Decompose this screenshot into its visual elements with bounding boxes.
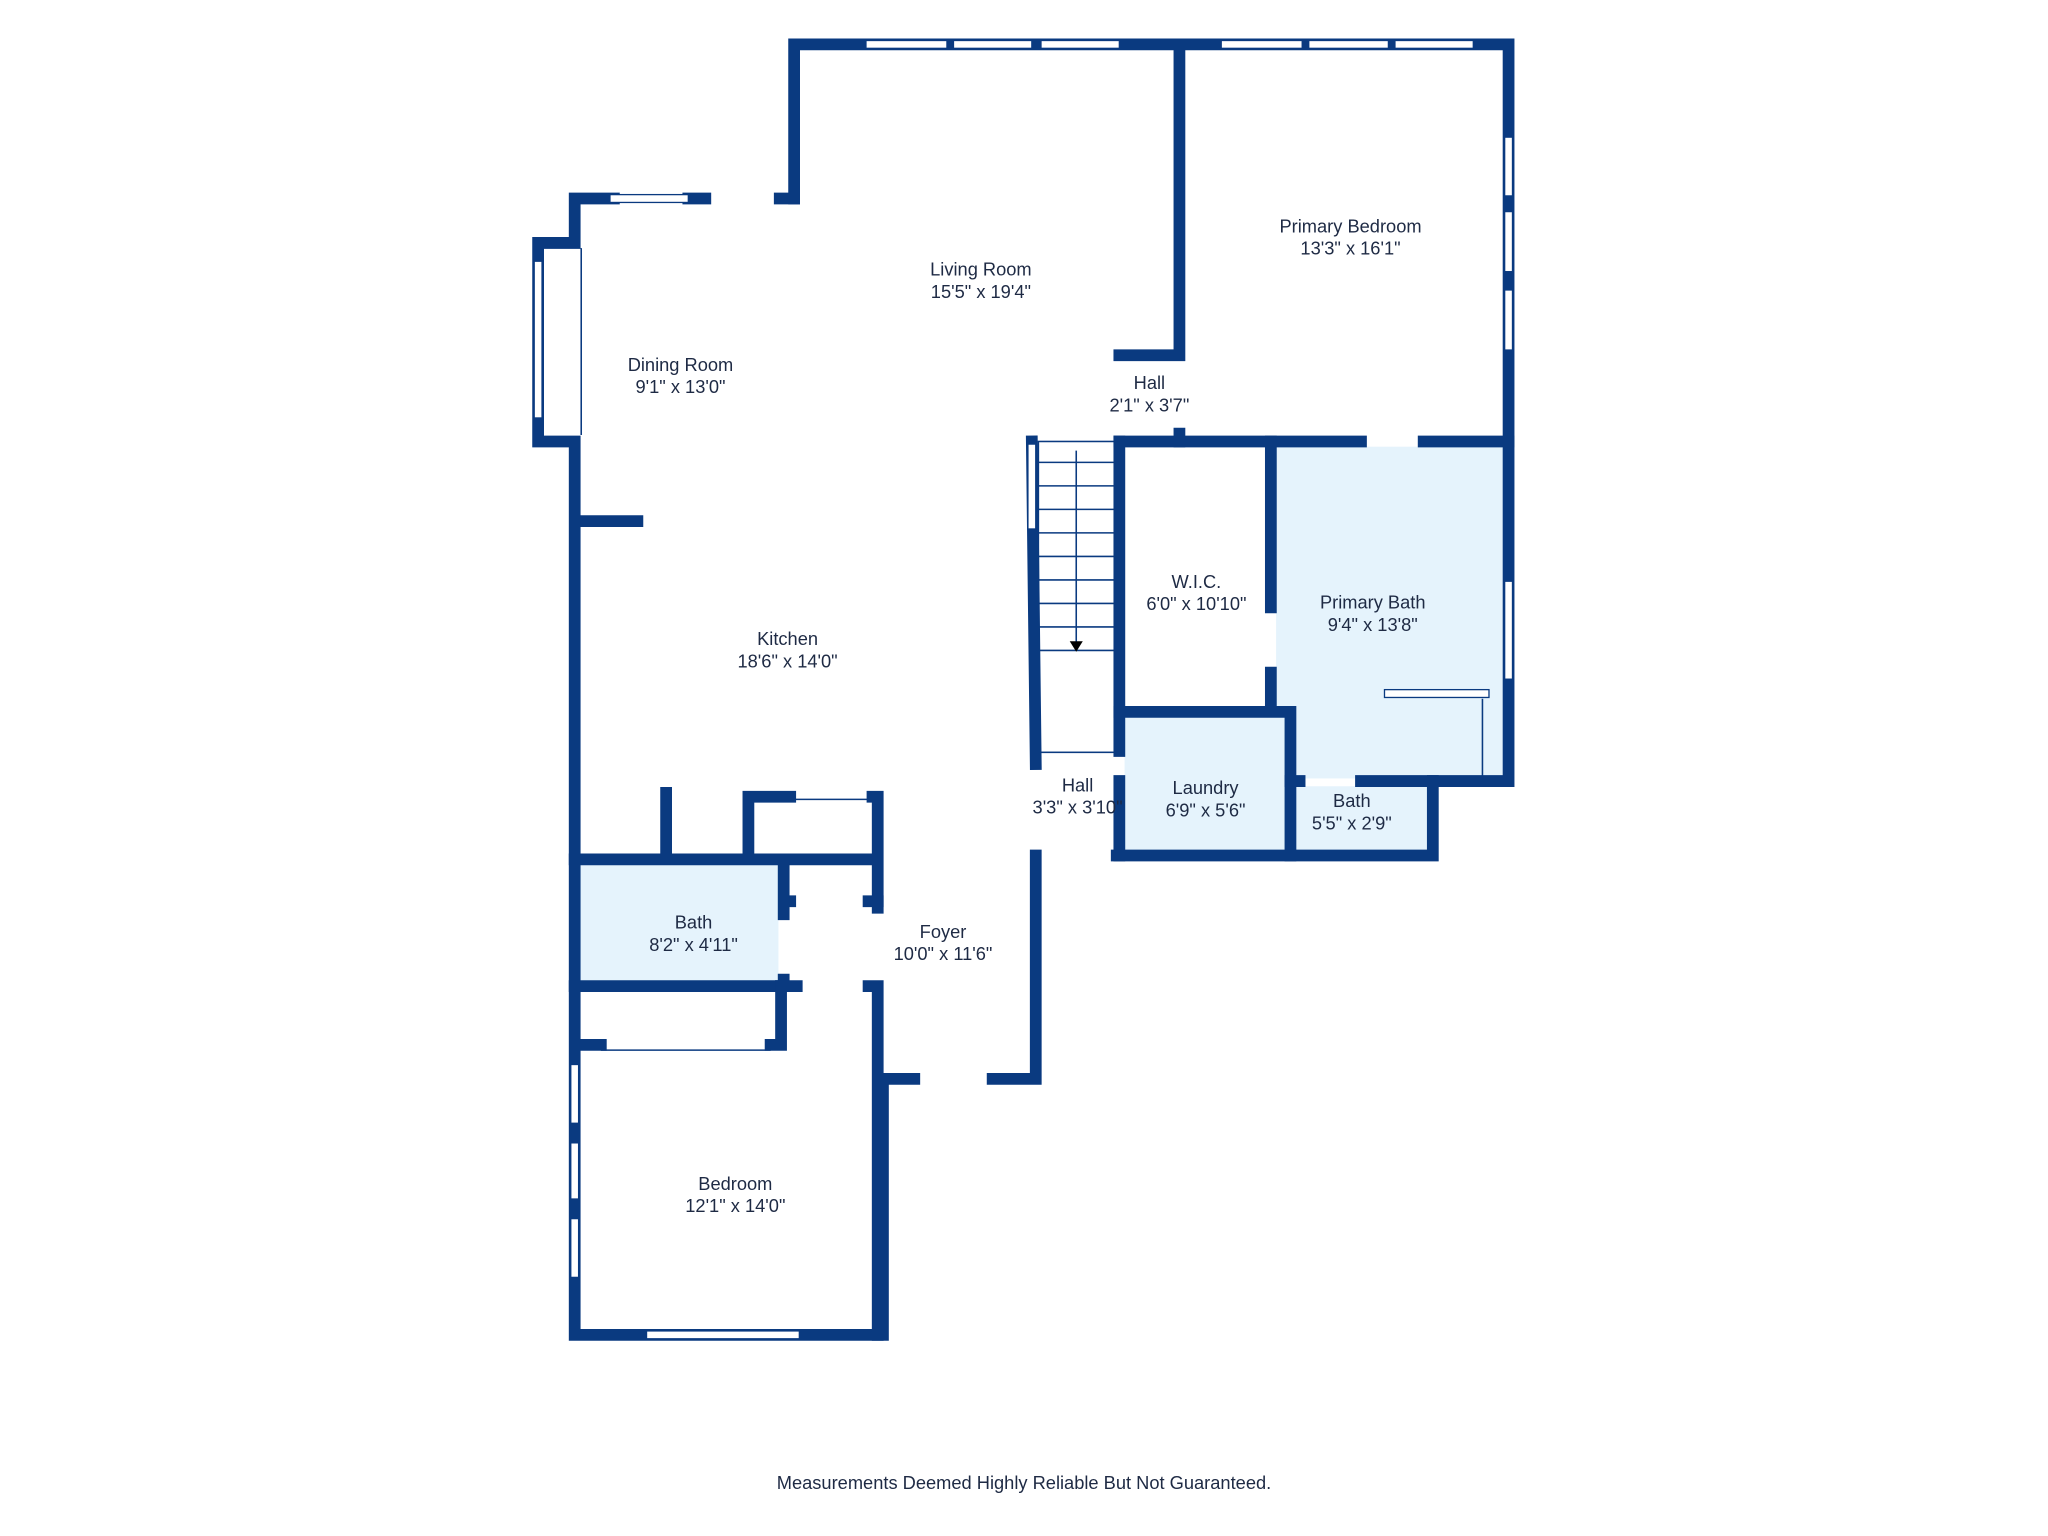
room-label-wic: W.I.C.6'0" x 10'10" [1146, 571, 1246, 614]
svg-text:3'3" x 3'10": 3'3" x 3'10" [1033, 797, 1123, 818]
svg-text:10'0" x 11'6": 10'0" x 11'6" [894, 943, 993, 964]
svg-text:Laundry: Laundry [1173, 777, 1240, 798]
room-fills [579, 446, 1504, 981]
svg-text:6'0" x 10'10": 6'0" x 10'10" [1146, 593, 1246, 614]
svg-text:Kitchen: Kitchen [757, 628, 818, 649]
svg-text:8'2" x 4'11": 8'2" x 4'11" [649, 934, 738, 955]
walls [532, 38, 1515, 1341]
svg-text:Hall: Hall [1134, 372, 1165, 393]
svg-text:18'6" x 14'0": 18'6" x 14'0" [737, 650, 837, 671]
stair-arrow-icon [1069, 641, 1083, 652]
disclaimer-footer: Measurements Deemed Highly Reliable But … [777, 1472, 1271, 1493]
svg-text:Hall: Hall [1062, 775, 1093, 796]
staircase [1037, 440, 1118, 754]
svg-text:Living Room: Living Room [930, 259, 1032, 280]
svg-text:Bath: Bath [1333, 790, 1371, 811]
svg-text:6'9" x 5'6": 6'9" x 5'6" [1166, 799, 1246, 820]
primary-bath-fill [1276, 446, 1504, 779]
svg-text:13'3" x 16'1": 13'3" x 16'1" [1300, 238, 1400, 259]
svg-text:W.I.C.: W.I.C. [1172, 571, 1222, 592]
bath-fill [579, 864, 779, 981]
svg-text:Dining Room: Dining Room [628, 354, 734, 375]
small-bath-fill [1295, 786, 1428, 851]
svg-text:Foyer: Foyer [920, 921, 967, 942]
svg-text:15'5" x 19'4": 15'5" x 19'4" [931, 281, 1031, 302]
svg-text:2'1" x 3'7": 2'1" x 3'7" [1109, 394, 1189, 415]
svg-text:12'1" x 14'0": 12'1" x 14'0" [685, 1195, 785, 1216]
svg-text:Primary Bedroom: Primary Bedroom [1279, 215, 1421, 236]
svg-text:Bath: Bath [675, 912, 713, 933]
windows [533, 39, 1514, 1340]
svg-text:9'4" x 13'8": 9'4" x 13'8" [1328, 614, 1418, 635]
svg-text:5'5" x 2'9": 5'5" x 2'9" [1312, 812, 1392, 833]
svg-text:Primary Bath: Primary Bath [1320, 592, 1426, 613]
laundry-fill [1124, 717, 1287, 851]
svg-text:Bedroom: Bedroom [698, 1173, 772, 1194]
svg-text:9'1" x 13'0": 9'1" x 13'0" [635, 376, 725, 397]
